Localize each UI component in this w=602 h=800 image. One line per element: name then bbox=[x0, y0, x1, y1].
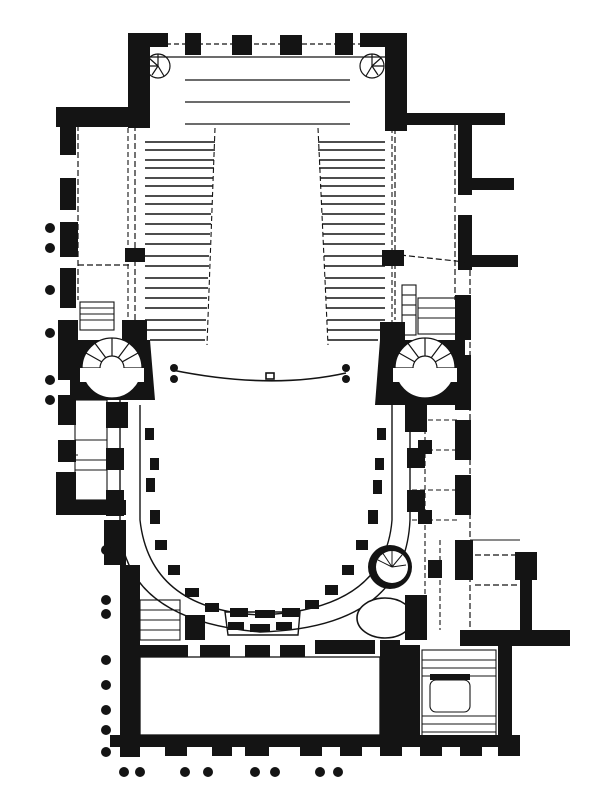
right-room-piers bbox=[418, 440, 442, 578]
foyer-walls bbox=[120, 565, 400, 740]
box-partitions bbox=[145, 428, 386, 618]
stage-top-pier bbox=[148, 33, 168, 47]
right-wall-pier bbox=[458, 215, 472, 270]
stage-outline bbox=[150, 43, 385, 125]
stage-right-wall bbox=[385, 33, 407, 131]
oval-vestibule bbox=[356, 595, 427, 640]
left-wall-pier bbox=[60, 268, 76, 308]
left-wall-pier bbox=[58, 440, 76, 462]
proscenium-columns bbox=[170, 364, 350, 383]
stage-top-pier bbox=[360, 33, 386, 47]
colonnade-left bbox=[45, 223, 111, 757]
left-wall-pier bbox=[60, 125, 76, 155]
right-wall-pier bbox=[458, 125, 472, 195]
horseshoe-outer-piers bbox=[104, 402, 427, 565]
corner-stair-left bbox=[145, 53, 171, 79]
colonnade-front bbox=[119, 767, 343, 777]
stage-top-pier bbox=[232, 35, 252, 55]
proscenium bbox=[171, 369, 347, 382]
right-wall-pier bbox=[455, 540, 473, 580]
right-wall-pier bbox=[455, 295, 471, 340]
right-rooms bbox=[412, 405, 520, 640]
spiral-stair-box bbox=[368, 545, 412, 589]
stage-top-pier bbox=[280, 35, 302, 55]
foyer-room bbox=[139, 656, 381, 736]
side-stair-right bbox=[401, 284, 459, 336]
corner-stair-right bbox=[359, 53, 385, 79]
grand-staircase bbox=[400, 645, 512, 745]
seating-left bbox=[145, 141, 215, 341]
wing-dashed-lines bbox=[77, 125, 520, 640]
stage-area bbox=[128, 33, 407, 131]
foyer-left-stair bbox=[139, 599, 181, 641]
front-facade bbox=[110, 735, 520, 757]
stage-left-wall bbox=[128, 33, 150, 128]
left-rooms bbox=[58, 399, 108, 501]
side-stair-left bbox=[79, 301, 115, 331]
right-wall-pier bbox=[455, 420, 471, 460]
seating-frame bbox=[127, 127, 393, 346]
right-wall-pier bbox=[455, 475, 471, 515]
spiral-stair-left bbox=[70, 337, 155, 400]
left-wall-pier bbox=[60, 178, 76, 210]
central-box bbox=[224, 611, 301, 636]
spiral-stair-right bbox=[375, 337, 465, 405]
left-wall-pier bbox=[60, 222, 78, 257]
seating-right bbox=[318, 141, 385, 341]
horseshoe-corridor bbox=[119, 400, 411, 633]
left-wall-pier bbox=[58, 395, 76, 425]
